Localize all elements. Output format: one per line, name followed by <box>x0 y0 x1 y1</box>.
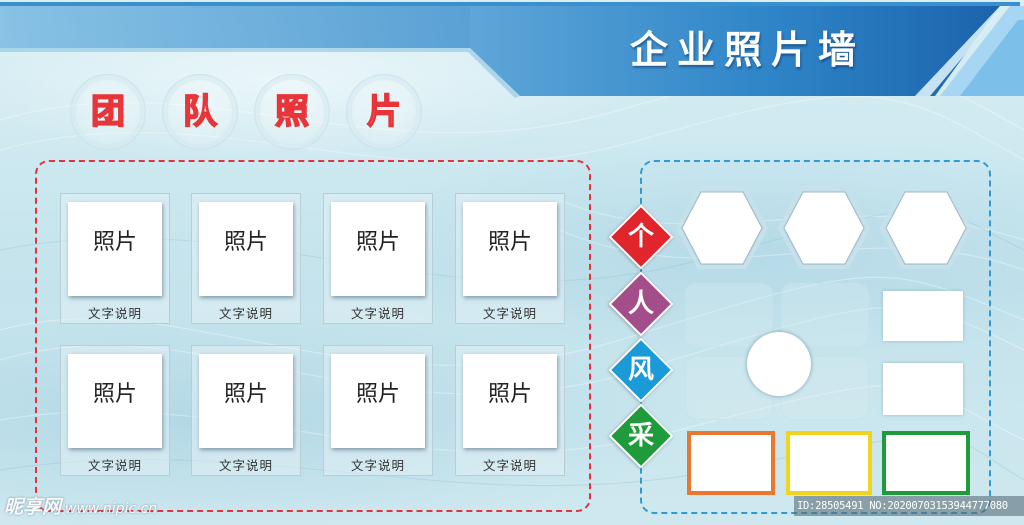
photo-label: 照片 <box>355 230 400 255</box>
team-photo-card[interactable]: 照片 文字说明 <box>60 345 170 476</box>
green-frame-photo[interactable] <box>882 431 970 495</box>
photo-caption: 文字说明 <box>87 306 142 321</box>
photo-placeholder[interactable]: 照片 <box>68 354 162 448</box>
photo-placeholder[interactable]: 照片 <box>463 354 557 448</box>
photo-label: 照片 <box>92 230 137 255</box>
diamond-label: 采 <box>627 421 654 451</box>
hexagon-photo-3[interactable] <box>880 186 972 270</box>
team-photo-section <box>35 160 591 512</box>
team-photo-card[interactable]: 照片 文字说明 <box>60 193 170 324</box>
photo-placeholder[interactable]: 照片 <box>199 202 293 296</box>
photo-placeholder[interactable]: 照片 <box>331 202 425 296</box>
orange-frame-photo[interactable] <box>687 431 775 495</box>
team-photo-card[interactable]: 照片 文字说明 <box>455 345 565 476</box>
page-title: 企业照片墙 <box>630 28 866 72</box>
photo-label: 照片 <box>487 382 532 407</box>
photo-caption: 文字说明 <box>87 458 142 473</box>
photo-label: 照片 <box>355 382 400 407</box>
diamond-label: 个 <box>627 222 654 252</box>
photo-caption: 文字说明 <box>350 458 405 473</box>
team-photo-card[interactable]: 照片 文字说明 <box>455 193 565 324</box>
team-heading-text: 团 <box>90 91 126 133</box>
photo-label: 照片 <box>223 230 268 255</box>
photo-caption: 文字说明 <box>482 458 537 473</box>
photo-label: 照片 <box>487 230 532 255</box>
team-photo-card[interactable]: 照片 文字说明 <box>191 193 301 324</box>
team-heading-char-3: 照 <box>254 74 330 150</box>
photo-caption: 文字说明 <box>218 458 273 473</box>
team-photo-card[interactable]: 照片 文字说明 <box>323 193 433 324</box>
diamond-label: 人 <box>627 289 654 319</box>
team-heading-text: 队 <box>182 91 218 133</box>
photo-placeholder[interactable]: 照片 <box>199 354 293 448</box>
yellow-frame-photo[interactable] <box>786 431 872 495</box>
image-id-strip: ID:28505491 NO:20200703153944777080 <box>794 496 1024 516</box>
photo-caption: 文字说明 <box>350 306 405 321</box>
photo-caption: 文字说明 <box>482 306 537 321</box>
background-tile <box>685 283 773 347</box>
team-photo-card[interactable]: 照片 文字说明 <box>323 345 433 476</box>
watermark-url: www.nipic.cn <box>65 501 158 517</box>
photo-placeholder[interactable]: 照片 <box>68 202 162 296</box>
team-photo-card[interactable]: 照片 文字说明 <box>191 345 301 476</box>
rect-photo-2[interactable] <box>883 363 963 415</box>
hexagon-photo-1[interactable] <box>676 186 768 270</box>
banner-shape <box>0 2 1024 98</box>
team-heading-char-4: 片 <box>346 74 422 150</box>
circle-photo[interactable] <box>747 332 811 396</box>
photo-label: 照片 <box>92 382 137 407</box>
photo-placeholder[interactable]: 照片 <box>463 202 557 296</box>
rect-photo-1[interactable] <box>883 291 963 341</box>
watermark-logo-text: 昵享网 <box>4 496 62 518</box>
photo-placeholder[interactable]: 照片 <box>331 354 425 448</box>
team-heading-char-1: 团 <box>70 74 146 150</box>
header-banner: 企业照片墙 <box>0 0 1024 100</box>
diamond-label: 风 <box>627 355 654 385</box>
photo-label: 照片 <box>223 382 268 407</box>
photo-caption: 文字说明 <box>218 306 273 321</box>
team-heading-text: 照 <box>274 91 310 133</box>
team-heading-text: 片 <box>366 91 402 133</box>
team-heading-char-2: 队 <box>162 74 238 150</box>
hexagon-photo-2[interactable] <box>778 186 870 270</box>
